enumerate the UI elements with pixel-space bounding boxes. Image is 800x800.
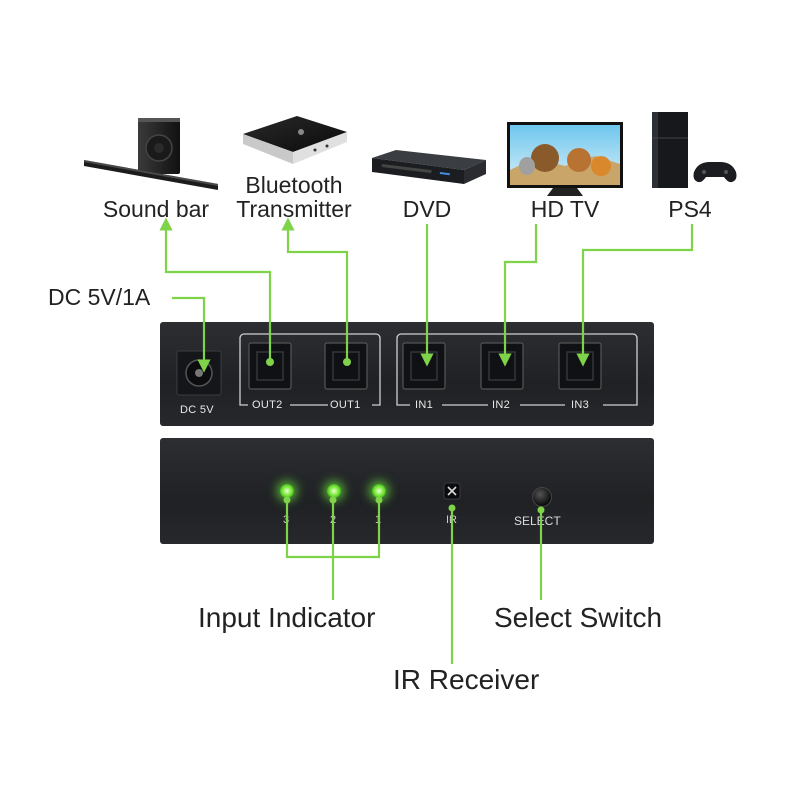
ir-receiver-label: IR Receiver <box>393 664 540 695</box>
select-label: SELECT <box>514 514 561 528</box>
port-label-in3: IN3 <box>571 399 590 411</box>
ir-receiver-icon <box>443 482 461 500</box>
input-indicator-label: Input Indicator <box>198 602 376 633</box>
input-led-2 <box>327 484 341 498</box>
optical-port-in1 <box>402 342 446 390</box>
optical-port-in2 <box>480 342 524 390</box>
ps4-illustration <box>652 112 737 188</box>
ir-label: IR <box>446 514 457 526</box>
port-label-out2: OUT2 <box>252 399 283 411</box>
led-number-3: 3 <box>283 514 290 526</box>
soundbar-label: Sound bar <box>102 196 210 222</box>
optical-port-out1 <box>324 342 368 390</box>
hdtv-illustration <box>507 122 623 196</box>
dvd-label: DVD <box>402 196 452 222</box>
hdtv-label: HD TV <box>530 196 600 222</box>
dvd-player-illustration <box>372 150 486 184</box>
led-number-2: 2 <box>330 514 337 526</box>
input-led-3 <box>280 484 294 498</box>
bluetooth-label-line1: Bluetooth <box>245 172 343 198</box>
soundbar-illustration <box>84 118 218 190</box>
power-label: DC 5V/1A <box>48 284 151 310</box>
input-led-1 <box>372 484 386 498</box>
front-panel <box>160 438 654 544</box>
optical-port-in3 <box>558 342 602 390</box>
port-label-out1: OUT1 <box>330 399 361 411</box>
optical-port-out2 <box>248 342 292 390</box>
port-label-in1: IN1 <box>415 399 434 411</box>
led-number-1: 1 <box>375 514 382 526</box>
select-button[interactable] <box>532 487 552 507</box>
ps4-label: PS4 <box>668 196 712 222</box>
dc-port-label: DC 5V <box>180 404 214 416</box>
bluetooth-transmitter-illustration <box>243 116 347 164</box>
select-switch-label: Select Switch <box>494 602 663 633</box>
port-label-in2: IN2 <box>492 399 511 411</box>
